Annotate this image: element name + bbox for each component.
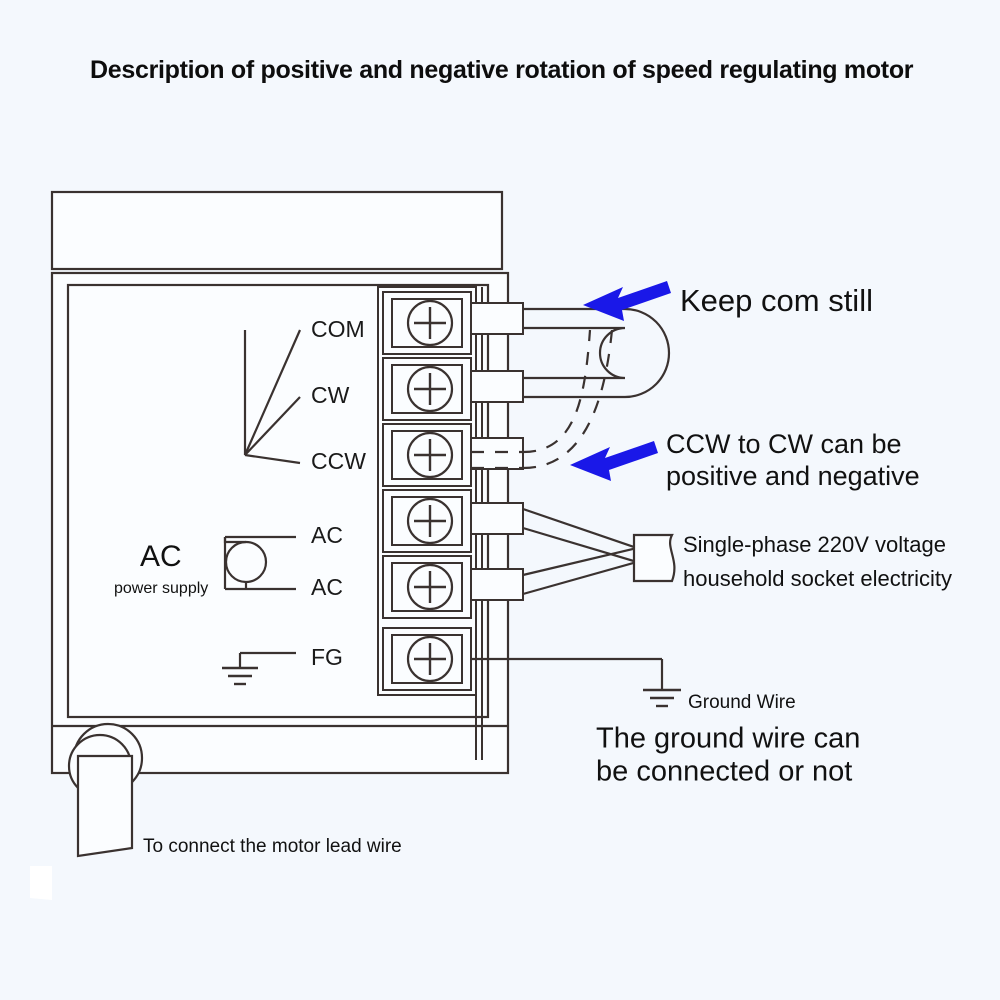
terminal-label-ac1: AC <box>311 522 343 548</box>
ac-source-circle <box>224 540 268 584</box>
terminal-label-ac2: AC <box>311 574 343 600</box>
annotation-socket-line1: Single-phase 220V voltage <box>683 532 946 557</box>
ac-power-supply-title: AC <box>140 540 182 573</box>
motor-cable-body <box>76 754 134 858</box>
page-title: Description of positive and negative rot… <box>90 56 914 84</box>
jumper-inner-edge <box>523 326 626 380</box>
jumper-outer-edge <box>523 307 671 399</box>
ac1-wire-bottom <box>522 526 638 564</box>
lug-ac1 <box>470 502 524 535</box>
annotation-ccw-cw-line2: positive and negative <box>666 461 920 491</box>
ac-power-supply-subtitle: power supply <box>114 580 208 597</box>
lug-cw <box>470 370 524 403</box>
annotation-ground-note-line1: The ground wire can <box>596 723 860 755</box>
arrow-keep-com <box>583 281 671 321</box>
motor-lead-cable-gland <box>67 722 144 858</box>
housing-top-strip <box>50 190 504 271</box>
terminal-screw-ccw[interactable] <box>382 423 472 487</box>
keep-com-arrow-icon <box>583 281 671 321</box>
ac-power-supply-symbol <box>223 535 296 591</box>
switch-cw-lead <box>244 396 301 456</box>
internal-ground-symbol <box>222 651 296 686</box>
ccw-dashed-path-inner <box>522 329 614 470</box>
ccw-cw-arrow-icon <box>570 441 658 481</box>
mains-plug-body <box>632 533 676 583</box>
annotation-socket-line2: household socket electricity <box>683 566 952 591</box>
internal-switch-schematic <box>243 329 302 465</box>
lug-ac2 <box>470 568 524 601</box>
switch-ccw-lead <box>244 453 301 465</box>
terminal-screw-cw[interactable] <box>382 357 472 421</box>
lug-ccw <box>470 437 524 470</box>
terminal-label-com: COM <box>311 316 365 342</box>
annotation-ccw-cw-line1: CCW to CW can be <box>666 429 902 459</box>
watermark-patch <box>30 866 52 900</box>
com-cw-jumper-wire <box>523 307 671 399</box>
ccw-dashed-path-outer <box>522 329 592 454</box>
annotation-ground-wire-label: Ground Wire <box>688 692 796 713</box>
wire-lugs <box>470 302 524 601</box>
terminal-block <box>377 286 483 760</box>
ac-wires-to-plug <box>522 507 676 596</box>
arrow-ccw-cw <box>570 441 658 481</box>
ac2-wire-bottom <box>522 560 638 596</box>
terminal-screw-fg[interactable] <box>382 627 472 691</box>
ccw-alternate-wire <box>471 329 614 470</box>
terminal-screw-ac1[interactable] <box>382 489 472 553</box>
annotation-ground-note-line2: be connected or not <box>596 756 852 788</box>
terminal-screw-ac2[interactable] <box>382 555 472 619</box>
fg-ground-wire-route <box>471 657 681 708</box>
terminal-label-cw: CW <box>311 382 350 408</box>
terminal-screw-com[interactable] <box>382 291 472 355</box>
annotation-keep-com-still: Keep com still <box>680 283 873 318</box>
terminal-label-ccw: CCW <box>311 448 366 474</box>
ac1-wire-top <box>522 507 638 550</box>
ac2-wire-top <box>522 546 638 577</box>
motor-lead-label: To connect the motor lead wire <box>143 836 402 857</box>
terminal-label-fg: FG <box>311 644 343 670</box>
lug-com <box>470 302 524 335</box>
